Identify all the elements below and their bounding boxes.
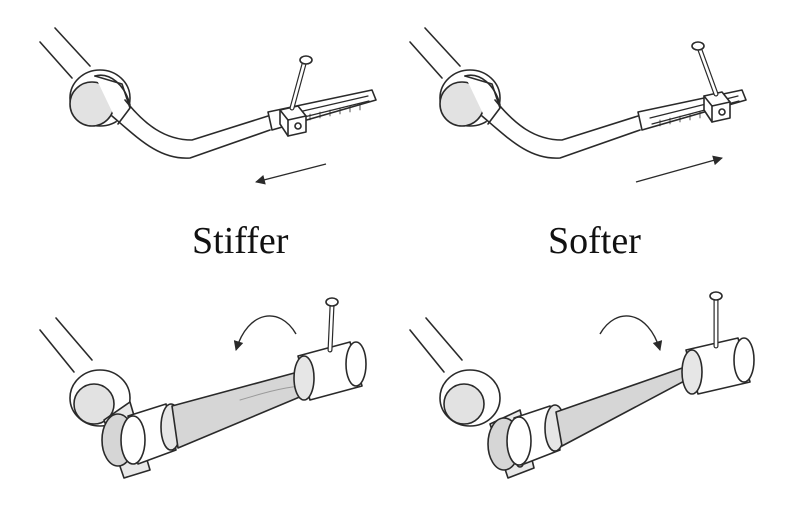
adjuster-bolt	[325, 297, 339, 353]
rotation-arrow-cw	[599, 315, 663, 351]
right-cylinder	[681, 337, 755, 395]
left-cylinder	[120, 403, 182, 465]
bushing	[439, 69, 501, 127]
adjuster-bolt	[709, 291, 723, 349]
label-softer: Softer	[548, 220, 641, 262]
adjuster-bolt	[691, 41, 719, 97]
top-right-blade-bar	[409, 27, 747, 159]
bushing	[439, 369, 501, 427]
left-cylinder	[506, 404, 566, 466]
direction-arrow-left	[255, 163, 327, 185]
rotation-arrow-ccw	[233, 315, 297, 351]
top-left-blade-bar	[39, 27, 377, 159]
bottom-right-tapered-bar	[409, 291, 755, 479]
bushing	[69, 369, 131, 427]
tapered-shaft	[555, 365, 691, 447]
direction-arrow-right	[635, 155, 723, 183]
tapered-shaft	[171, 371, 303, 449]
adjuster-bolt	[289, 55, 313, 111]
adjuster-block	[703, 91, 731, 123]
right-cylinder	[293, 341, 367, 401]
bottom-left-tapered-bar	[39, 297, 367, 479]
bushing	[69, 69, 131, 127]
label-stiffer: Stiffer	[192, 220, 289, 262]
adjuster-block	[279, 105, 307, 137]
